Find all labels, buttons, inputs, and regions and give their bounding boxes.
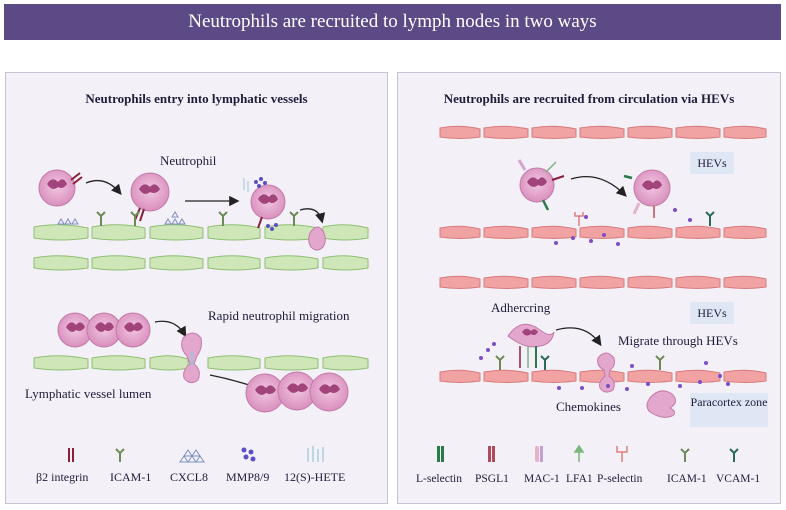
migration-arrow: [299, 208, 326, 224]
legend-b2-integrin-icon: [68, 448, 74, 462]
legend-mac-1-icon: [535, 446, 543, 462]
left-panel-title: Neutrophils entry into lymphatic vessels: [85, 91, 308, 106]
label-rapid-migration: Rapid neutrophil migration: [208, 308, 350, 323]
neutrophil-cell: [623, 169, 671, 218]
legend-icam-1-label: ICAM-1: [110, 470, 152, 484]
left-panel: Neutrophils entry into lymphatic vessels: [5, 72, 388, 504]
neutrophil-transmigrating: [597, 352, 615, 393]
neutrophil-transmigrating: [308, 226, 326, 251]
hev-endothelium-top: [439, 125, 767, 239]
cxcl8-marker: [57, 211, 186, 225]
paracortex-label-wrap: Paracortex zone: [690, 395, 768, 409]
legend-icam-1-label: ICAM-1: [667, 473, 707, 485]
legend-mmp8-9-icon: [241, 447, 256, 462]
label-lymphatic-lumen: Lymphatic vessel lumen: [25, 386, 152, 401]
chemokine-dots: [479, 342, 730, 391]
legend-mmp8-9-label: MMP8/9: [226, 470, 270, 484]
legend-lfa1-icon: [573, 444, 585, 462]
neutrophil-cluster-upper: [57, 312, 151, 348]
migration-arrow: [154, 320, 187, 338]
neutrophil-cell: [517, 159, 565, 211]
lymphatic-endothelium-lower: [33, 355, 369, 371]
page-title: Neutrophils are recruited to lymph nodes…: [188, 11, 597, 32]
vcam-1-marker: [705, 211, 715, 226]
legend-vcam-1-icon: [729, 448, 739, 462]
neutrophil-paracortex: [646, 390, 676, 418]
neutrophil-cluster-lumen: [245, 371, 349, 413]
legend-12s-hete-label: 12(S)-HETE: [284, 470, 346, 484]
neutrophil-cell: [38, 169, 83, 207]
migration-arrow: [570, 175, 627, 197]
legend-psgl1-icon: [488, 446, 495, 462]
hete-marker: [243, 178, 249, 192]
legend-vcam-1-label: VCAM-1: [716, 473, 761, 485]
legend-cxcl8-icon: [179, 449, 205, 463]
title-banner: Neutrophils are recruited to lymph nodes…: [4, 4, 781, 40]
migration-arrow: [85, 179, 122, 195]
icam-1-marker: [495, 355, 665, 370]
label-adhering: Adhercring: [491, 300, 551, 315]
paracortex-box: [690, 393, 768, 427]
legend-cxcl8-label: CXCL8: [170, 470, 209, 484]
right-panel-title: Neutrophils are recruited from circulati…: [443, 91, 735, 106]
legend-lfa1-label: LFA1: [566, 473, 593, 485]
hevs-bottom-box: [690, 302, 734, 324]
label-neutrophil: Neutrophil: [160, 153, 217, 168]
legend-l-selectin-label: L-selectin: [416, 473, 462, 485]
migration-arrow: [555, 327, 602, 347]
legend-p-selectin-icon: [616, 446, 628, 462]
neutrophil-adhering: [507, 323, 555, 368]
label-chemokines: Chemokines: [556, 399, 621, 414]
chemokine-dots: [554, 208, 692, 246]
p-selectin-marker: [574, 212, 584, 226]
label-hevs-top: HEVs: [697, 156, 727, 170]
legend-icam-1-icon: [680, 448, 690, 462]
vcam-1-marker: [540, 355, 550, 370]
hevs-top-box: [690, 152, 734, 174]
label-migrate-through-hevs: Migrate through HEVs: [618, 333, 738, 348]
legend-p-selectin-label: P-selectin: [597, 473, 643, 485]
label-hevs-bottom: HEVs: [697, 306, 727, 320]
label-paracortex: Paracortex zone: [690, 395, 768, 409]
legend-psgl1-label: PSGL1: [475, 473, 509, 485]
legend-l-selectin-icon: [437, 446, 444, 462]
legend-icam-1-icon: [115, 448, 125, 462]
neutrophil-cell: [250, 184, 286, 229]
legend-12s-hete-icon: [307, 446, 324, 462]
mmp8-9-cluster: [254, 177, 278, 231]
legend-mac-1-label: MAC-1: [524, 473, 560, 485]
neutrophil-transmigrating: [181, 332, 202, 384]
lymphatic-endothelium-upper: [33, 224, 369, 271]
legend-b2-integrin-label: β2 integrin: [36, 470, 89, 484]
hev-endothelium-bottom: [439, 275, 767, 383]
icam-1-marker: [96, 211, 299, 226]
